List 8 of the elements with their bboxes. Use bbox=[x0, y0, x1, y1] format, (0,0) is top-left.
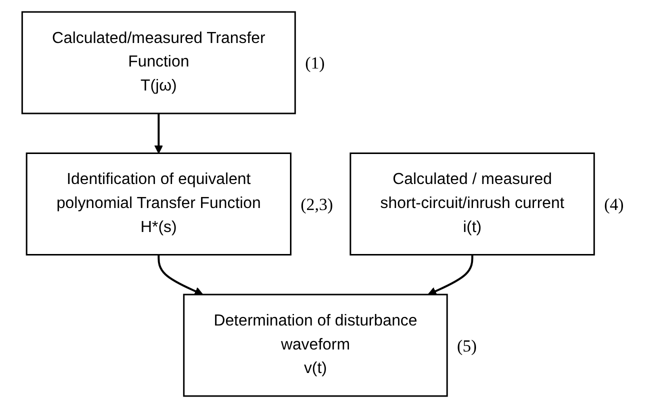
equation-number: (4) bbox=[604, 194, 624, 214]
process-box: Calculated/measured Transfer Function T(jω) bbox=[21, 10, 296, 114]
process-box: Identification of equivalent polynomial Transfer Function H*(s) bbox=[26, 152, 292, 255]
equation-number: (5) bbox=[457, 336, 477, 355]
process-box: Calculated / measured short-circuit/inrush current i(t) bbox=[350, 152, 595, 255]
equation-number: (2,3) bbox=[300, 194, 334, 214]
equation-number: (1) bbox=[305, 53, 325, 72]
process-box: Determination of disturbance waveform v(t) bbox=[183, 293, 448, 396]
